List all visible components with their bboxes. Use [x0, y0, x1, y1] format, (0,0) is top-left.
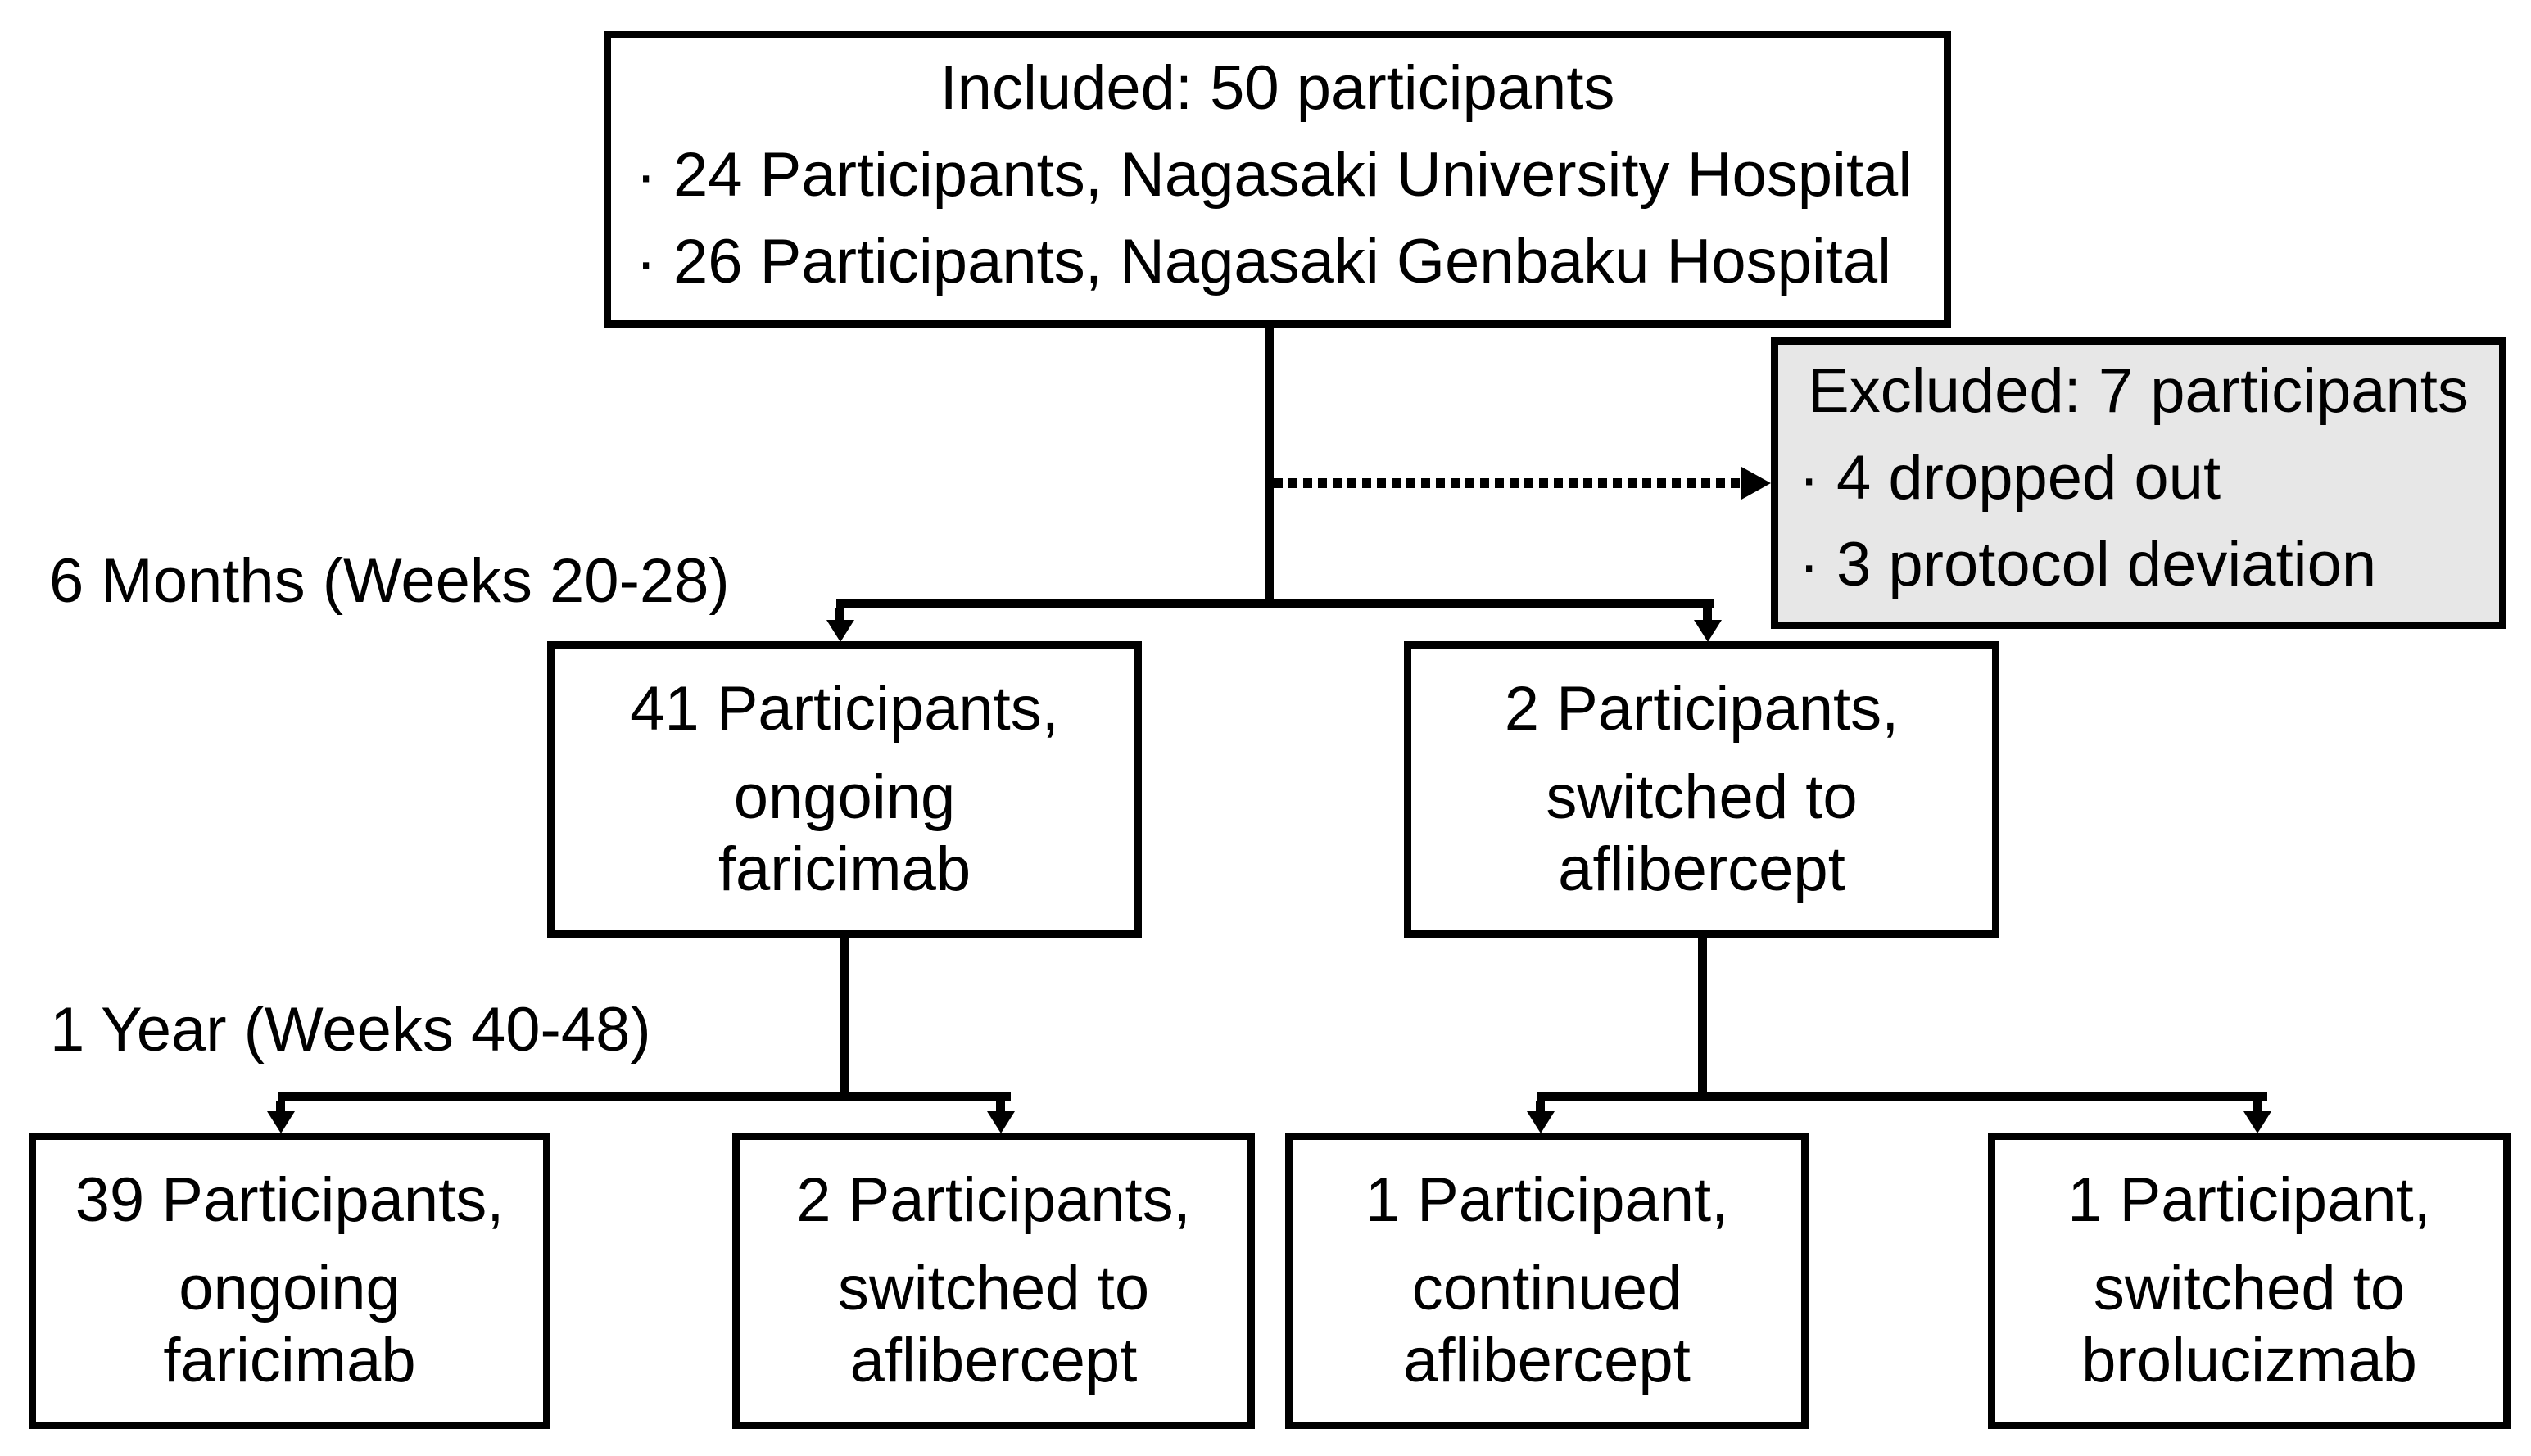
included-bullet-site1: · 24 Participants, Nagasaki University H… — [611, 132, 1944, 219]
branch-line-6-months — [836, 599, 1714, 608]
count-line: 2 Participants, — [1504, 674, 1899, 744]
arrowhead-right-excluded — [1741, 467, 1771, 500]
action-line: ongoing — [179, 1254, 401, 1323]
one-year-box-ongoing-faricimab: 39 Participants, ongoing faricimab — [29, 1133, 550, 1429]
stage-label-1-year: 1 Year (Weeks 40-48) — [50, 995, 651, 1065]
excluded-bullet-protocol-deviation-text: 3 protocol deviation — [1836, 530, 2377, 599]
arrowhead-down-1y-box1 — [267, 1111, 295, 1133]
branch-line-1y-left — [278, 1092, 1011, 1101]
action-line: brolucizmab — [2081, 1326, 2417, 1395]
bullet-icon: · — [636, 227, 657, 296]
excluded-box: Excluded: 7 participants · 4 dropped out… — [1771, 337, 2506, 629]
connector-stub — [996, 1101, 1005, 1113]
included-bullet-site2: · 26 Participants, Nagasaki Genbaku Hosp… — [611, 219, 1944, 305]
one-year-box-continued-aflibercept: 1 Participant, continued aflibercept — [1285, 1133, 1809, 1429]
count-line: 1 Participant, — [1365, 1165, 1729, 1235]
excluded-bullet-dropped-out: · 4 dropped out — [1778, 435, 2499, 522]
connector-6m-left-vertical — [840, 938, 849, 1097]
count-line: 1 Participant, — [2067, 1165, 2431, 1235]
connector-stub — [1703, 608, 1712, 622]
count-line: 39 Participants, — [75, 1165, 505, 1235]
arrowhead-down-1y-box4 — [2243, 1111, 2271, 1133]
connector-stub — [835, 608, 844, 622]
action-line: switched to — [2093, 1254, 2406, 1323]
stage-label-6-months: 6 Months (Weeks 20-28) — [49, 546, 730, 616]
arrowhead-down-6m-right — [1694, 620, 1722, 642]
excluded-bullet-dropped-out-text: 4 dropped out — [1836, 443, 2221, 513]
one-year-box-switched-aflibercept: 2 Participants, switched to aflibercept — [732, 1133, 1255, 1429]
connector-stub — [2253, 1101, 2262, 1113]
count-line: 41 Participants, — [630, 674, 1059, 744]
action-line: faricimab — [718, 834, 971, 904]
one-year-box-switched-brolucizmab: 1 Participant, switched to brolucizmab — [1988, 1133, 2511, 1429]
action-line: switched to — [837, 1254, 1150, 1323]
action-line: ongoing — [733, 762, 956, 832]
arrowhead-down-1y-box2 — [987, 1111, 1015, 1133]
connector-included-vertical — [1265, 328, 1274, 608]
branch-line-1y-right — [1537, 1092, 2267, 1101]
connector-6m-right-vertical — [1698, 938, 1707, 1097]
excluded-bullet-protocol-deviation: · 3 protocol deviation — [1778, 522, 2499, 608]
bullet-icon: · — [636, 140, 657, 210]
included-title: Included: 50 participants — [940, 53, 1615, 123]
action-line: aflibercept — [1558, 834, 1845, 904]
bullet-icon: · — [1799, 530, 1820, 599]
dotted-exclusion-line — [1274, 478, 1743, 488]
included-bullet-site1-text: 24 Participants, Nagasaki University Hos… — [673, 140, 1913, 210]
six-month-box-ongoing-faricimab: 41 Participants, ongoing faricimab — [547, 641, 1142, 938]
action-line: switched to — [1546, 762, 1858, 832]
arrowhead-down-6m-left — [826, 620, 854, 642]
included-bullet-site2-text: 26 Participants, Nagasaki Genbaku Hospit… — [673, 227, 1892, 296]
action-line: faricimab — [163, 1326, 416, 1395]
bullet-icon: · — [1799, 443, 1820, 513]
arrowhead-down-1y-box3 — [1527, 1111, 1555, 1133]
excluded-title: Excluded: 7 participants — [1808, 356, 2469, 426]
count-line: 2 Participants, — [796, 1165, 1191, 1235]
six-month-box-switched-aflibercept: 2 Participants, switched to aflibercept — [1404, 641, 1999, 938]
connector-stub — [276, 1101, 285, 1113]
included-box: Included: 50 participants · 24 Participa… — [604, 31, 1951, 328]
action-line: continued — [1411, 1254, 1682, 1323]
connector-stub — [1536, 1101, 1545, 1113]
action-line: aflibercept — [1403, 1326, 1691, 1395]
action-line: aflibercept — [849, 1326, 1138, 1395]
